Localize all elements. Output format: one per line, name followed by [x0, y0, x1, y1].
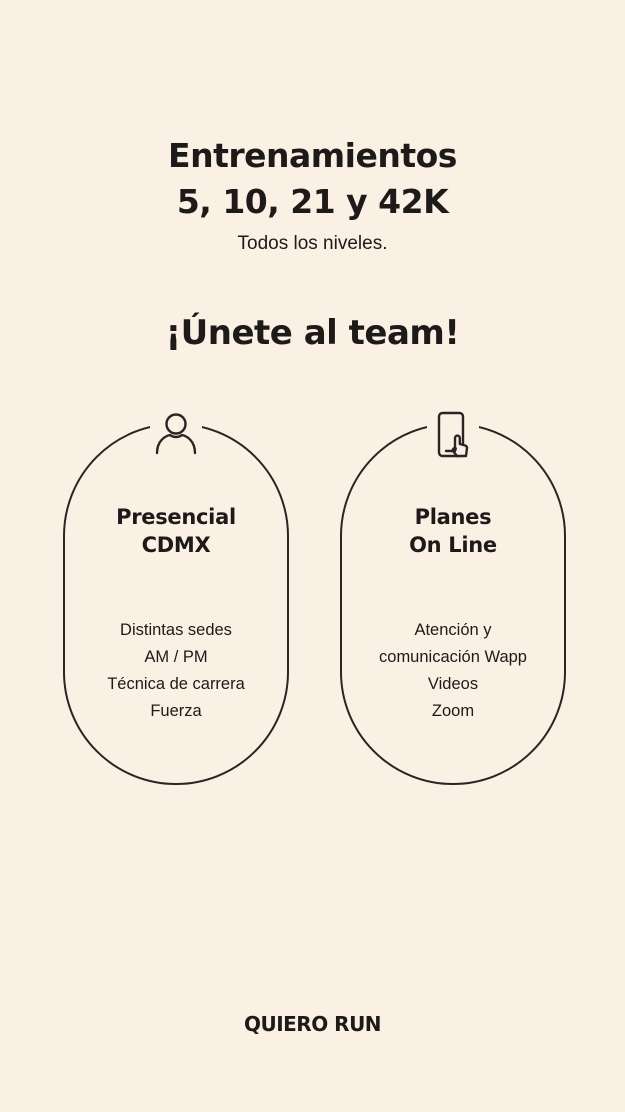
presencial-feature-list: Distintas sedes AM / PM Técnica de carre…	[65, 617, 287, 725]
join-team-heading: ¡Únete al team!	[165, 313, 460, 353]
presencial-title-line-1: Presencial	[116, 505, 236, 529]
online-title-line-1: Planes	[414, 505, 492, 529]
list-item: Zoom	[431, 702, 475, 720]
list-item: Distintas sedes	[120, 621, 232, 639]
online-title-line-2: On Line	[409, 533, 497, 557]
list-item: Videos	[427, 675, 479, 693]
person-icon	[150, 411, 202, 463]
presencial-card: Presencial CDMX Distintas sedes AM / PM …	[63, 411, 289, 785]
page-title-line-2: 5, 10, 21 y 42K	[176, 182, 449, 221]
page-subtitle: Todos los niveles.	[237, 233, 388, 254]
list-item: AM / PM	[144, 648, 208, 666]
online-card: Planes On Line Atención y comunicación W…	[340, 411, 566, 785]
presencial-title-line-2: CDMX	[141, 533, 211, 557]
list-item: Fuerza	[150, 702, 202, 720]
list-item: comunicación Wapp	[379, 648, 527, 666]
presencial-card-title: Presencial CDMX	[65, 503, 287, 559]
smartphone-tap-icon	[427, 411, 479, 463]
online-feature-list: Atención y comunicación Wapp Videos Zoom	[342, 617, 564, 725]
list-item: Técnica de carrera	[107, 675, 245, 693]
online-card-title: Planes On Line	[342, 503, 564, 559]
quiero-run-link[interactable]: QUIERO RUN	[243, 1012, 382, 1036]
list-item: Atención y	[414, 621, 492, 639]
page-title-line-1: Entrenamientos	[168, 136, 457, 175]
